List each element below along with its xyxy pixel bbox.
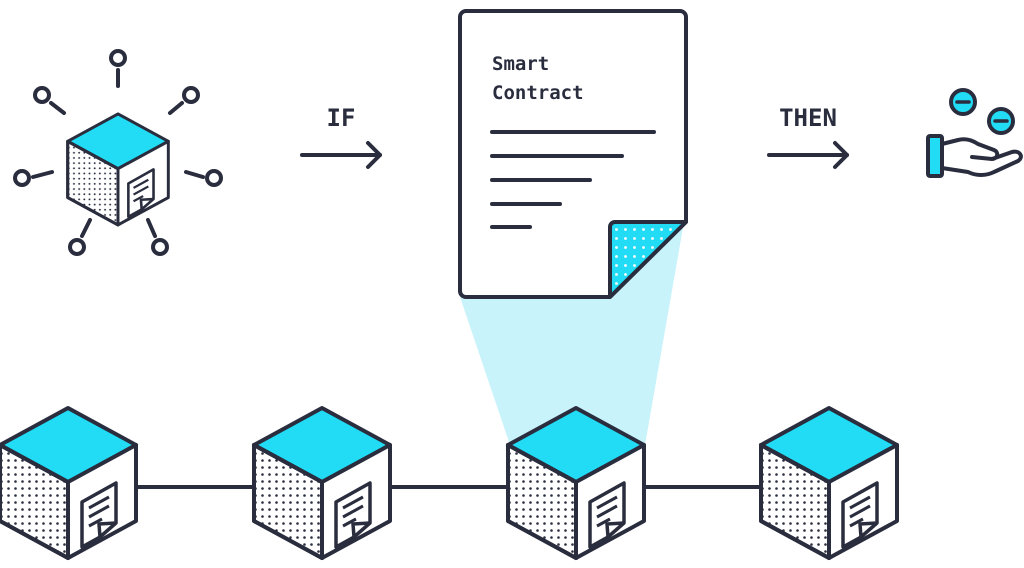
document-icon: Smart Contract	[458, 9, 688, 299]
network-satellites	[13, 49, 223, 256]
contract-text-lines	[490, 130, 656, 229]
coin-icon	[949, 88, 977, 116]
hand-coins-icon	[926, 88, 1023, 178]
arrow-right-icon	[300, 141, 382, 169]
block-cube-icon	[759, 406, 899, 560]
if-label: IF	[327, 104, 356, 132]
then-label: THEN	[779, 104, 837, 132]
contract-title-line2: Contract	[492, 82, 584, 104]
blockchain	[0, 406, 899, 560]
network-cube-icon	[13, 49, 223, 256]
arrow-right-icon	[767, 141, 849, 169]
coin-icon	[987, 107, 1015, 135]
then-arrow: THEN	[767, 104, 849, 169]
if-arrow: IF	[300, 104, 382, 169]
block-cube-icon	[0, 406, 138, 560]
block-cube-icon	[252, 406, 392, 560]
contract-title-line1: Smart	[492, 53, 549, 75]
